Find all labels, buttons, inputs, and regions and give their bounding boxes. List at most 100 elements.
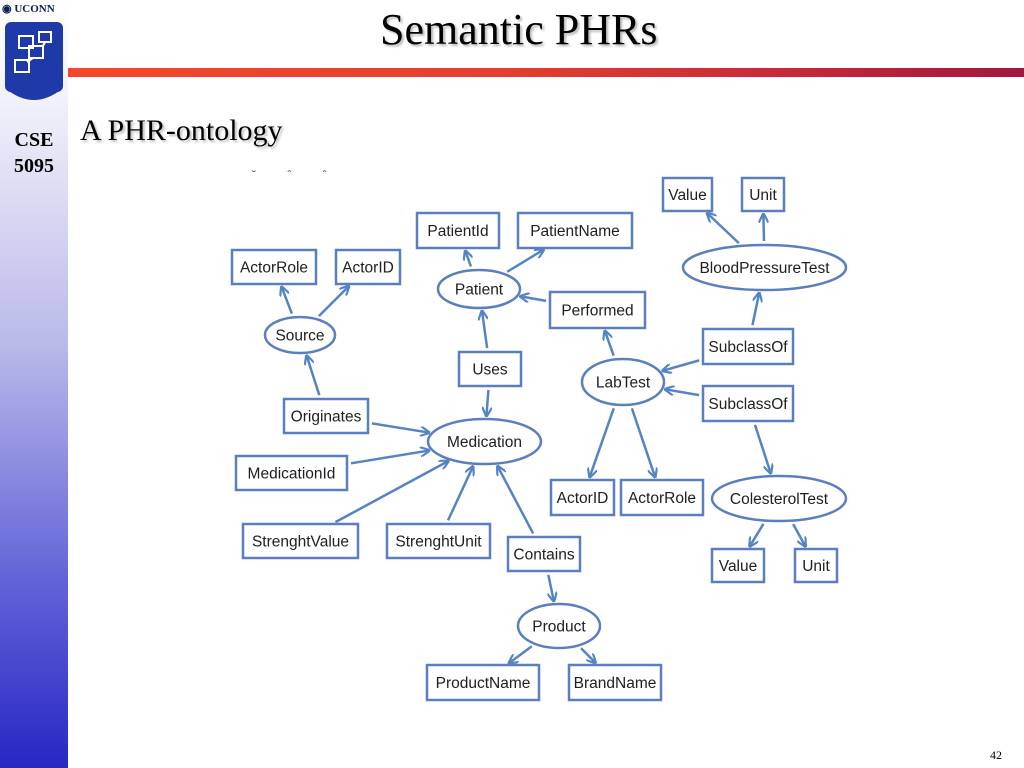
edge-colesteroltest-to-unit-ct bbox=[792, 523, 805, 545]
node-unit-ct: Unit bbox=[793, 547, 839, 584]
node-label: LabTest bbox=[596, 375, 651, 392]
node-label: ActorID bbox=[342, 260, 394, 277]
node-shape bbox=[681, 243, 848, 292]
edge-uses-to-medication bbox=[487, 389, 489, 415]
edge-patient-to-patientname bbox=[506, 250, 543, 273]
node-label: BloodPressureTest bbox=[699, 260, 830, 277]
node-performed: Performed bbox=[548, 290, 647, 330]
node-actorid-lab: ActorID bbox=[549, 478, 616, 517]
node-shape bbox=[516, 602, 602, 650]
node-label: Value bbox=[668, 187, 707, 204]
node-labtest: LabTest bbox=[580, 357, 666, 407]
node-shape bbox=[567, 663, 663, 702]
edge-patient-to-patientid bbox=[466, 252, 471, 267]
course-code: CSE 5095 bbox=[0, 127, 68, 179]
edge-bloodpressuretest-to-value-bp bbox=[708, 214, 740, 245]
image-artifact: ˘ ˆ ˆ bbox=[252, 168, 341, 182]
page-number: 42 bbox=[990, 748, 1002, 762]
title-rule bbox=[68, 68, 1024, 77]
university-seal-icon: ◉ bbox=[2, 3, 12, 15]
node-medication: Medication bbox=[426, 417, 543, 466]
node-product: Product bbox=[516, 602, 602, 650]
node-shape bbox=[619, 478, 705, 517]
node-shape bbox=[426, 417, 543, 466]
node-label: ColesterolTest bbox=[730, 491, 829, 508]
node-strenghtvalue: StrenghtValue bbox=[241, 522, 360, 560]
node-brandname: BrandName bbox=[567, 663, 663, 702]
node-label: Medication bbox=[447, 434, 522, 451]
course-code-line: 5095 bbox=[14, 155, 54, 177]
edge-originates-to-medication bbox=[371, 422, 428, 432]
edge-subclassof-2-to-colesteroltest bbox=[753, 424, 771, 473]
node-label: Performed bbox=[561, 303, 633, 320]
node-shape bbox=[740, 176, 786, 213]
node-actorrole-src: ActorRole bbox=[230, 248, 318, 286]
node-shape bbox=[701, 327, 795, 366]
node-uses: Uses bbox=[457, 350, 523, 388]
node-shape bbox=[506, 535, 582, 573]
node-shape bbox=[701, 384, 795, 423]
node-originates: Originates bbox=[282, 397, 370, 435]
node-label: Source bbox=[275, 328, 324, 345]
node-shape bbox=[516, 211, 634, 250]
node-label: StrenghtValue bbox=[252, 534, 349, 551]
node-shape bbox=[548, 290, 647, 330]
node-label: Patient bbox=[455, 282, 504, 299]
node-shape bbox=[241, 522, 360, 560]
edge-performed-to-patient bbox=[521, 296, 547, 300]
edge-labtest-to-actorrole-lab bbox=[630, 407, 655, 476]
node-shape bbox=[263, 315, 337, 355]
node-shape bbox=[282, 397, 370, 435]
node-label: PatientId bbox=[427, 223, 488, 240]
university-name: UCONN bbox=[14, 3, 55, 15]
node-shape bbox=[385, 522, 492, 560]
node-shape bbox=[457, 350, 523, 388]
node-unit-bp: Unit bbox=[740, 176, 786, 213]
edge-labtest-to-actorid-lab bbox=[590, 407, 615, 476]
node-shape bbox=[230, 248, 318, 286]
node-label: Product bbox=[532, 619, 586, 636]
node-strenghtunit: StrenghtUnit bbox=[385, 522, 492, 560]
node-shape bbox=[793, 547, 839, 584]
edge-contains-to-medication bbox=[498, 467, 535, 535]
edge-contains-to-product bbox=[548, 574, 553, 600]
node-label: StrenghtUnit bbox=[395, 534, 482, 551]
edge-product-to-brandname bbox=[580, 647, 595, 662]
node-contains: Contains bbox=[506, 535, 582, 573]
edge-source-to-actorrole-src bbox=[282, 288, 293, 315]
edge-subclassof-2-to-labtest bbox=[666, 389, 700, 397]
node-label: ActorRole bbox=[628, 490, 696, 507]
node-source: Source bbox=[263, 315, 337, 355]
edge-source-to-actorid-src bbox=[317, 287, 348, 318]
node-label: Value bbox=[719, 558, 758, 575]
node-colesteroltest: ColesterolTest bbox=[710, 474, 848, 523]
node-shape bbox=[580, 357, 666, 407]
edge-medicationid-to-medication bbox=[350, 451, 428, 465]
edge-product-to-productname bbox=[510, 645, 533, 662]
slide-subtitle: A PHR-ontology bbox=[80, 114, 283, 147]
edge-strenghtvalue-to-medication bbox=[334, 462, 447, 524]
node-label: Contains bbox=[513, 547, 574, 564]
node-shape bbox=[436, 268, 522, 310]
node-patient: Patient bbox=[436, 268, 522, 310]
node-label: BrandName bbox=[574, 675, 657, 692]
sidebar: ◉ UCONN CSE 5095 bbox=[0, 0, 68, 768]
edge-originates-to-source bbox=[307, 357, 321, 396]
node-subclassof-1: SubclassOf bbox=[701, 327, 795, 366]
edge-uses-to-patient bbox=[482, 312, 489, 349]
node-productname: ProductName bbox=[425, 663, 541, 702]
node-label: SubclassOf bbox=[708, 396, 788, 413]
node-label: Uses bbox=[472, 362, 508, 379]
node-medicationid: MedicationId bbox=[234, 454, 349, 492]
node-label: SubclassOf bbox=[708, 339, 788, 356]
university-logo: ◉ UCONN bbox=[2, 2, 55, 15]
node-label: Originates bbox=[291, 409, 362, 426]
edge-colesteroltest-to-value-ct bbox=[750, 523, 765, 546]
node-value-bp: Value bbox=[661, 176, 714, 213]
edge-strenghtunit-to-medication bbox=[446, 467, 473, 521]
node-shape bbox=[710, 547, 766, 584]
edge-bloodpressuretest-to-unit-bp bbox=[763, 215, 764, 242]
department-seal-icon bbox=[5, 22, 63, 100]
node-label: PatientName bbox=[530, 223, 620, 240]
